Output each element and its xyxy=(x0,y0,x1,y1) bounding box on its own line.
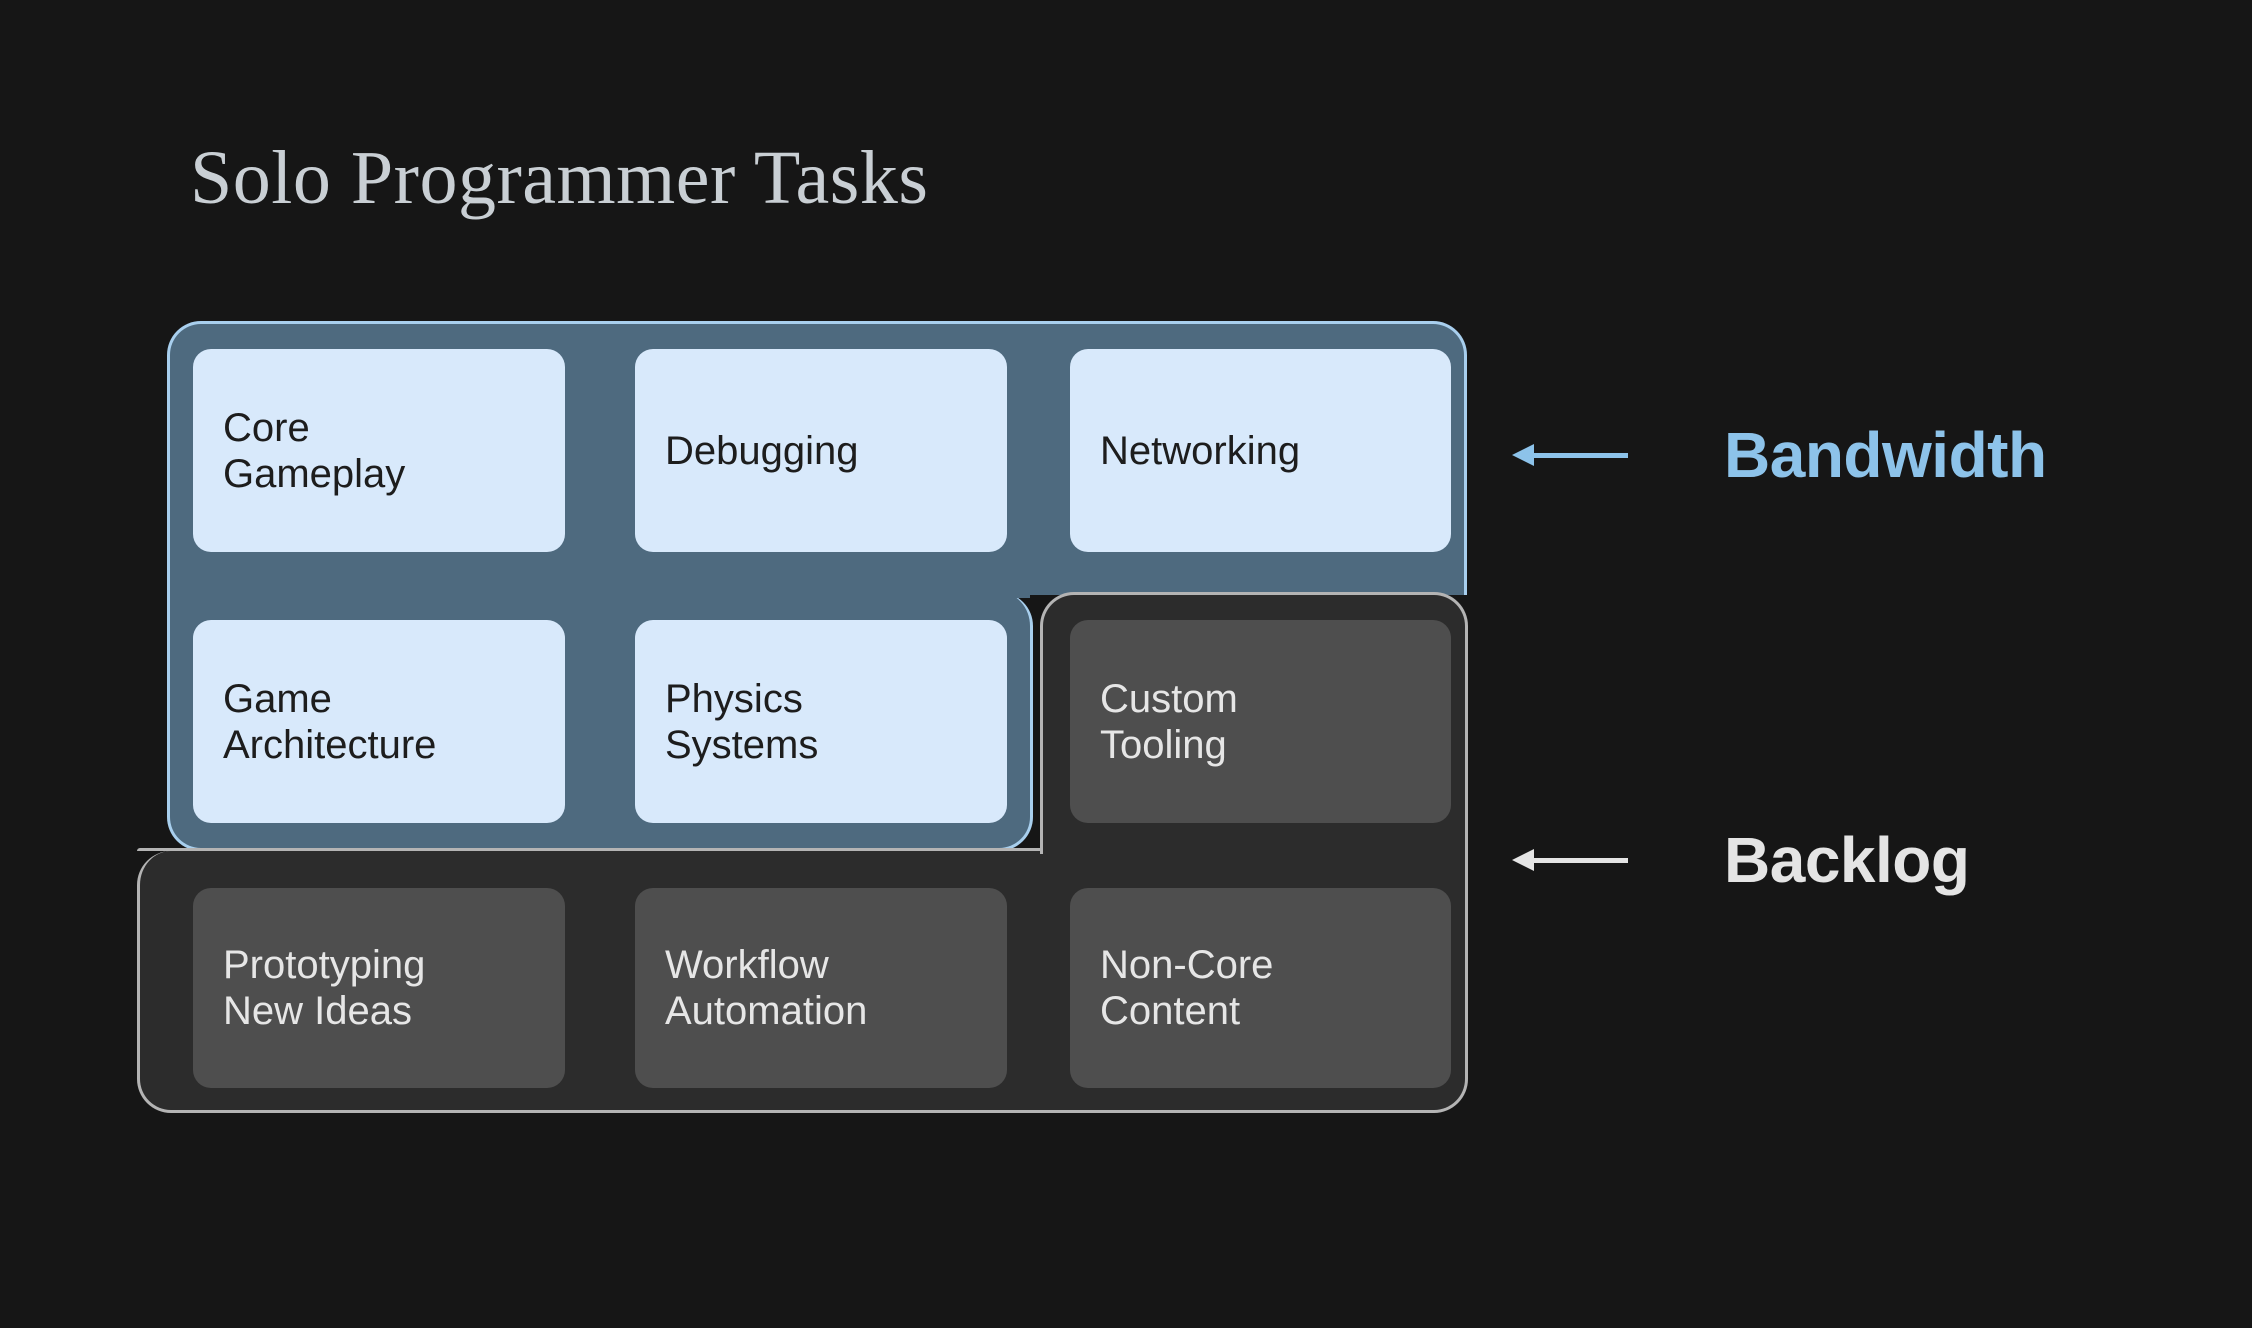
backlog-container-notch-stroke xyxy=(137,848,1043,851)
bandwidth-annotation-label: Bandwidth xyxy=(1724,419,2047,491)
bandwidth-container-seam-fill xyxy=(170,589,1030,598)
task-card-label: Non-Core Content xyxy=(1100,943,1274,1033)
task-card-label: Networking xyxy=(1100,428,1301,473)
left-arrow-icon xyxy=(1512,849,1628,871)
task-card-non-core-content[interactable]: Non-Core Content xyxy=(1070,888,1451,1088)
page-title: Solo Programmer Tasks xyxy=(190,136,929,220)
task-card-workflow-automation[interactable]: Workflow Automation xyxy=(635,888,1007,1088)
arrow-shaft xyxy=(1528,453,1628,458)
task-card-networking[interactable]: Networking xyxy=(1070,349,1451,552)
task-card-physics-systems[interactable]: Physics Systems xyxy=(635,620,1007,823)
task-card-label: Core Gameplay xyxy=(223,405,406,496)
backlog-annotation-label: Backlog xyxy=(1724,824,1970,896)
bandwidth-container-seam-left-stroke xyxy=(167,589,170,598)
left-arrow-icon xyxy=(1512,444,1628,466)
backlog-container-seam-fill xyxy=(1043,848,1465,857)
task-card-label: Workflow Automation xyxy=(665,943,868,1033)
task-card-custom-tooling[interactable]: Custom Tooling xyxy=(1070,620,1451,823)
arrow-head xyxy=(1512,849,1534,871)
task-card-core-gameplay[interactable]: Core Gameplay xyxy=(193,349,565,552)
bandwidth-annotation: Bandwidth xyxy=(1512,419,2047,491)
arrow-head xyxy=(1512,444,1534,466)
task-card-label: Debugging xyxy=(665,428,859,473)
arrow-shaft xyxy=(1528,858,1628,863)
task-card-label: Custom Tooling xyxy=(1100,676,1238,767)
backlog-annotation: Backlog xyxy=(1512,824,1970,896)
task-card-game-architecture[interactable]: Game Architecture xyxy=(193,620,565,823)
task-card-label: Physics Systems xyxy=(665,676,819,767)
backlog-container-seam-right-stroke xyxy=(1465,848,1468,857)
task-card-label: Prototyping New Ideas xyxy=(223,943,426,1033)
task-card-prototyping-new-ideas[interactable]: Prototyping New Ideas xyxy=(193,888,565,1088)
task-card-label: Game Architecture xyxy=(223,676,437,767)
task-card-debugging[interactable]: Debugging xyxy=(635,349,1007,552)
